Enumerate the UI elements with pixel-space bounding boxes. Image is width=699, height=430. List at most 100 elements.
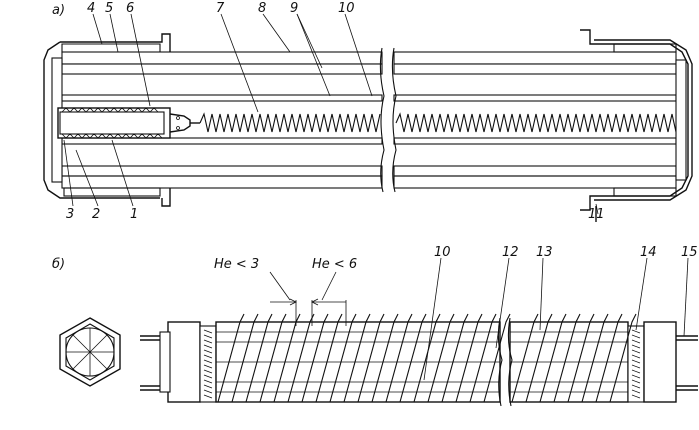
winding-turn <box>343 313 371 403</box>
winding-turn <box>231 313 259 403</box>
winding-turn <box>581 313 609 403</box>
labels: а) 4 5 6 7 8 9 10 3 2 1 11 б) Не < 3 Не … <box>52 1 698 272</box>
winding-turn <box>329 313 357 403</box>
winding-turn <box>483 313 511 403</box>
dim-he-6: Не < 6 <box>312 257 357 272</box>
outer-insulation-top <box>61 51 383 65</box>
winding-turn <box>399 313 427 403</box>
collar-right <box>627 325 645 403</box>
collar-wrap <box>631 379 641 384</box>
winding-turn <box>469 313 497 403</box>
outer-insulation-bottom <box>61 175 383 189</box>
view-b <box>59 257 698 407</box>
heating-spiral <box>199 112 677 133</box>
collar-wrap <box>631 369 641 374</box>
winding-turn <box>301 313 329 403</box>
winding-turn <box>385 313 413 403</box>
connector-nut <box>169 113 191 133</box>
callout-10-a: 10 <box>338 1 355 16</box>
callout-10-b: 10 <box>434 245 451 260</box>
collar-wrap <box>631 329 641 334</box>
winding-turn <box>287 313 315 403</box>
tube-right-segment <box>391 47 677 193</box>
hex-end-view <box>59 317 121 387</box>
collar-wrap <box>203 394 213 399</box>
collar-wrap <box>631 364 641 369</box>
callout-11: 11 <box>588 207 605 222</box>
callout-12: 12 <box>502 245 519 260</box>
leaders-b <box>423 257 689 381</box>
winding-turn <box>539 313 567 403</box>
collar-wrap <box>631 349 641 354</box>
callout-4: 4 <box>87 1 95 16</box>
winding-turn <box>259 313 287 403</box>
break-line-right <box>391 47 397 193</box>
collar-wrap <box>203 369 213 374</box>
collar-wrap <box>203 384 213 389</box>
collar-wrap <box>631 354 641 359</box>
spring-contact <box>59 111 165 135</box>
collar-wrap <box>203 389 213 394</box>
winding-turn <box>567 313 595 403</box>
callout-6: 6 <box>126 1 134 16</box>
collar-wrap <box>203 339 213 344</box>
winding-turn <box>427 313 455 403</box>
collar-wrap <box>631 339 641 344</box>
collar-wrap <box>631 384 641 389</box>
left-end-cap <box>43 33 200 207</box>
callout-2: 2 <box>92 207 100 222</box>
collar-wrap <box>203 354 213 359</box>
winding-turn <box>553 313 581 403</box>
callout-13: 13 <box>536 245 553 260</box>
winding-turn <box>217 313 245 403</box>
collar-wrap <box>203 364 213 369</box>
tube-wall-top <box>61 63 383 75</box>
collar-wrap <box>631 334 641 339</box>
end-block-right <box>643 321 677 403</box>
leaders-a <box>63 13 599 215</box>
collar-wrap <box>631 344 641 349</box>
collar-wrap <box>203 344 213 349</box>
callout-15: 15 <box>681 245 698 260</box>
callout-5: 5 <box>105 1 113 16</box>
winding-turn <box>441 313 469 403</box>
break-line-left <box>379 47 385 193</box>
winding-turn <box>413 313 441 403</box>
collar-wrap <box>203 334 213 339</box>
collar-wrap <box>631 359 641 364</box>
winding-turn <box>511 313 539 403</box>
helical-winding <box>203 313 641 403</box>
collar-wrap <box>203 374 213 379</box>
callout-9: 9 <box>290 1 298 16</box>
winding-turn <box>525 313 553 403</box>
tube-wall-bottom <box>61 165 383 177</box>
end-block-left <box>167 321 201 403</box>
inner-insulation-lower <box>61 137 383 145</box>
callout-14: 14 <box>640 245 657 260</box>
winding-turn <box>609 313 637 403</box>
collar-wrap <box>203 329 213 334</box>
winding-turn <box>357 313 385 403</box>
dim-he-3: Не < 3 <box>214 257 259 272</box>
winding-turn <box>455 313 483 403</box>
dimension-marks <box>269 271 347 326</box>
view-a <box>43 13 693 222</box>
collar-wrap <box>203 349 213 354</box>
collar-wrap <box>631 374 641 379</box>
collar-wrap <box>203 379 213 384</box>
winding-turn <box>315 313 343 403</box>
callout-7: 7 <box>216 1 225 16</box>
collar-wrap <box>631 394 641 399</box>
callout-8: 8 <box>258 1 266 16</box>
callout-1: 1 <box>130 207 138 222</box>
winding-turn <box>595 313 623 403</box>
collar-wrap <box>631 389 641 394</box>
callout-3: 3 <box>66 207 74 222</box>
part-b-label: б) <box>52 257 65 272</box>
right-end-cap <box>580 29 693 222</box>
inner-insulation-upper <box>61 94 383 102</box>
collar-wrap <box>203 359 213 364</box>
winding-turn <box>371 313 399 403</box>
